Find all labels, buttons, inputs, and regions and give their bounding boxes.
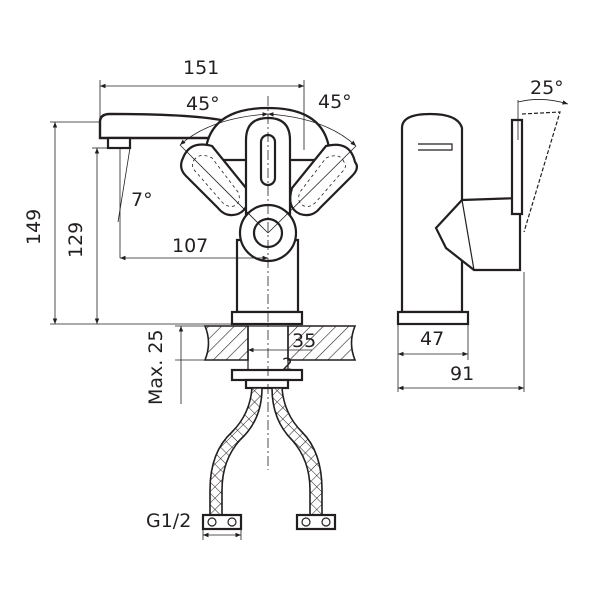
angle-left-label: 45° <box>186 93 220 115</box>
side-lever-inner <box>461 199 475 271</box>
side-spout-opening <box>418 143 453 151</box>
spout-angle-label: 7° <box>131 189 153 211</box>
dim-inner-label: 2 <box>282 355 293 375</box>
countertop-right <box>287 325 357 361</box>
angle-arc-left <box>179 112 269 146</box>
angle-right-label: 45° <box>318 91 352 113</box>
dim-91-label: 91 <box>450 363 474 385</box>
side-body <box>400 112 464 314</box>
fitting-right-bolt-b <box>321 517 331 527</box>
side-base <box>396 310 470 326</box>
dim-47-label: 47 <box>420 328 444 350</box>
side-lever-handle <box>510 118 524 216</box>
fitting-right-bolt-a <box>301 517 311 527</box>
hose-right <box>271 387 323 516</box>
fitting-left-bolt-b <box>227 517 237 527</box>
side-angle-label: 25° <box>530 77 564 99</box>
dim-129-label: 129 <box>65 222 87 258</box>
dim-107-label: 107 <box>172 235 208 257</box>
faucet-side-view: 25° 47 91 <box>396 77 569 392</box>
body-base <box>230 310 304 326</box>
fitting-right <box>295 513 337 531</box>
dim-35-label: 35 <box>292 330 316 352</box>
faucet-front-view <box>98 96 359 531</box>
dim-149-label: 149 <box>23 209 45 245</box>
left-lever-grip <box>192 155 240 207</box>
spout-aerator <box>106 136 132 150</box>
side-angle-arc <box>517 99 569 105</box>
angle-leader-right <box>267 145 357 234</box>
angle-arc-right <box>267 112 357 147</box>
hose-left <box>209 387 263 516</box>
dim-thread-label: G1/2 <box>146 510 191 532</box>
fitting-left-bolt-a <box>207 517 217 527</box>
dim-deck-label: Max. 25 <box>145 329 167 405</box>
right-lever-grip <box>298 155 346 207</box>
spout-angle-leader-b <box>117 147 131 223</box>
side-lever-handle-tilted <box>521 111 561 233</box>
front-dimensions: 151 45° 45° 7° 107 149 129 Max. 25 35 2 <box>23 57 357 540</box>
countertop-left <box>203 325 249 361</box>
dim-151-label: 151 <box>183 57 219 79</box>
angle-leader-left <box>179 144 269 234</box>
fitting-left <box>201 513 243 531</box>
mounting-nut-lower <box>244 378 290 390</box>
